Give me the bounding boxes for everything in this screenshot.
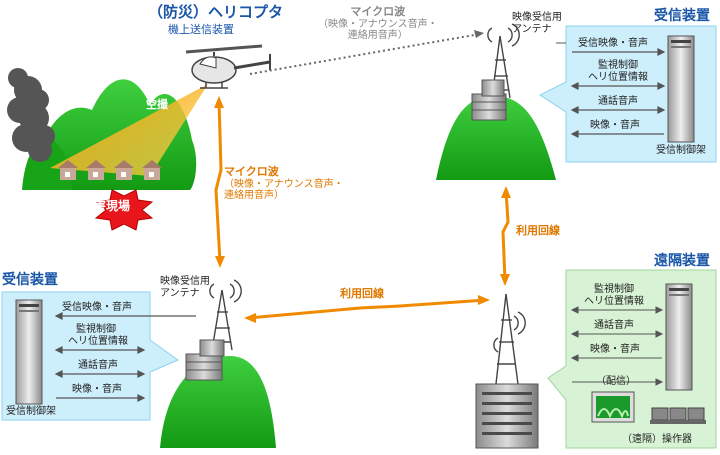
- remote-arrows: [570, 306, 664, 386]
- utility-arrow-bottom-right: [478, 295, 490, 305]
- remote-row-voice: 通話音声: [594, 320, 634, 331]
- microwave-link-top: [249, 33, 481, 75]
- disaster-scene: [7, 68, 208, 231]
- antenna-tower-icon-right: [493, 293, 526, 385]
- antenna-label-left: 映像受信用 アンテナ: [160, 276, 210, 299]
- utility-arrow-bottom-left: [244, 313, 256, 323]
- receiver-left-row-control: 監視制御: [76, 324, 116, 335]
- remote-row-distribution: （配信）: [596, 376, 636, 387]
- disaster-label: 災害現場: [82, 199, 131, 213]
- aerial-beam: [50, 84, 208, 176]
- relay-station-left: [160, 279, 276, 448]
- rack-icon-remote: [665, 283, 693, 391]
- helicopter-subtitle: 機上送信装置: [168, 23, 234, 36]
- remote-row-control: 監視制御: [594, 284, 634, 295]
- office-building-icon: [475, 383, 539, 449]
- antenna-top-line2: アンテナ: [512, 23, 552, 35]
- receiver-top-right-title: 受信装置: [654, 8, 710, 24]
- receiver-tr-rack-label: 受信制御架: [656, 145, 706, 156]
- receiver-tr-row-video: 受信映像・音声: [578, 38, 648, 49]
- remote-row-av: 映像・音声: [590, 344, 640, 355]
- disaster-burst-icon: [94, 189, 154, 231]
- microwave-label-mid: マイクロ波 （映像・アナウンス音声・ 連絡用音声）: [224, 165, 344, 202]
- utility-label-bottom: 利用回線: [340, 287, 384, 300]
- station-building-left: [185, 339, 225, 381]
- remote-row-position: ヘリ位置情報: [584, 296, 644, 307]
- receiver-left-arrows: [54, 312, 196, 402]
- utility-link-right: [501, 189, 510, 281]
- receiver-left-rack-label: 受信制御架: [6, 406, 56, 417]
- relay-station-bottom-right: [475, 293, 539, 449]
- receiver-tr-row-voice: 通話音声: [598, 96, 638, 107]
- microwave-mid-title: マイクロ波: [224, 165, 279, 178]
- aerial-label: 空撮: [146, 98, 168, 111]
- microwave-mid-line2: 連絡用音声）: [224, 190, 284, 202]
- utility-arrow-right-bottom: [500, 274, 510, 286]
- station-building: [471, 79, 507, 121]
- receiver-left-row-video: 受信映像・音声: [62, 302, 132, 313]
- relay-station-top: [436, 23, 556, 180]
- receiver-left-row-position: ヘリ位置情報: [68, 336, 128, 347]
- remote-console-label: （遠隔）操作器: [622, 434, 692, 445]
- antenna-left-line2: アンテナ: [160, 287, 200, 299]
- houses: [58, 160, 162, 180]
- receiver-tr-row-av: 映像・音声: [590, 120, 640, 131]
- receiver-top-right-arrows: [570, 48, 666, 138]
- console-icon: [650, 407, 706, 424]
- antenna-label-top: 映像受信用 アンテナ: [512, 12, 562, 35]
- receiver-tr-row-position: ヘリ位置情報: [588, 72, 648, 83]
- rack-icon-left: [15, 299, 43, 405]
- receiver-left-title: 受信装置: [2, 272, 58, 288]
- utility-arrow-right-top: [501, 186, 511, 198]
- remote-title: 遠隔装置: [654, 253, 710, 269]
- microwave-arrow-mid-top: [214, 96, 224, 108]
- receiver-left-row-voice: 通話音声: [78, 360, 118, 371]
- microwave-arrow-mid-bottom: [215, 256, 225, 268]
- microwave-top-title: マイクロ波: [350, 5, 406, 18]
- helicopter-icon: [185, 44, 271, 89]
- helicopter-title: （防災）ヘリコプタ: [148, 3, 284, 21]
- microwave-top-line2: 連絡用音声）: [347, 30, 408, 42]
- microwave-link-mid: [214, 99, 223, 263]
- antenna-left-line1: 映像受信用: [160, 276, 210, 287]
- microwave-arrow-top: [474, 30, 484, 38]
- monitor-icon: [591, 391, 635, 423]
- antenna-top-line1: 映像受信用: [512, 12, 562, 23]
- utility-link-bottom: [247, 298, 487, 320]
- microwave-label-top: マイクロ波 （映像・アナウンス音声・ 連絡用音声）: [318, 5, 438, 42]
- receiver-tr-row-control: 監視制御: [598, 60, 638, 71]
- rack-icon: [667, 35, 695, 143]
- microwave-top-line1: （映像・アナウンス音声・: [318, 18, 438, 30]
- utility-label-right: 利用回線: [516, 224, 560, 237]
- receiver-left-row-av: 映像・音声: [72, 384, 122, 395]
- microwave-mid-line1: （映像・アナウンス音声・: [224, 178, 344, 190]
- smoke-icon: [7, 68, 55, 162]
- receiver-panel-left: [1, 291, 180, 421]
